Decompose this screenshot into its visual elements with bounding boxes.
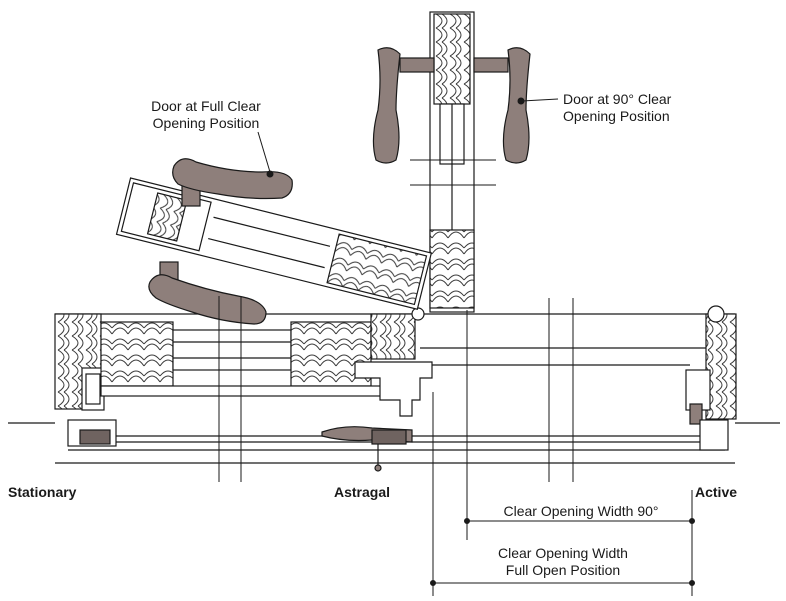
astragal-profile [321, 313, 433, 472]
stationary-leaf [100, 321, 392, 397]
active-jamb [685, 305, 737, 451]
label-active: Active [695, 484, 738, 500]
dimension-90-label: Clear Opening Width 90° [486, 503, 676, 520]
dimension-90 [464, 518, 695, 524]
handle-full-lower [148, 261, 267, 325]
label-stationary: Stationary [8, 484, 77, 500]
door-90-position [411, 11, 475, 321]
label-astragal: Astragal [334, 484, 391, 500]
handle-full-upper [172, 158, 293, 207]
door-full-open [115, 177, 433, 311]
handle-90-right [473, 47, 531, 164]
callout-90-clear: Door at 90° Clear Opening Position [563, 91, 671, 125]
callout-90-clear-line1: Door at 90° Clear [563, 91, 672, 107]
reference-lines [218, 159, 693, 596]
callout-full-clear: Door at Full Clear Opening Position [141, 98, 271, 132]
dimension-full-label: Clear Opening Width Full Open Position [478, 545, 648, 579]
dimension-full [430, 580, 695, 586]
callout-90-clear-line2: Opening Position [563, 108, 670, 124]
callout-full-clear-line2: Opening Position [152, 115, 260, 131]
callout-leaders [257, 97, 559, 178]
dimension-full-line2: Full Open Position [505, 562, 621, 578]
dimension-full-line1: Clear Opening Width [498, 545, 628, 561]
handle-90-left [372, 47, 435, 164]
callout-full-clear-line1: Door at Full Clear [151, 98, 261, 114]
